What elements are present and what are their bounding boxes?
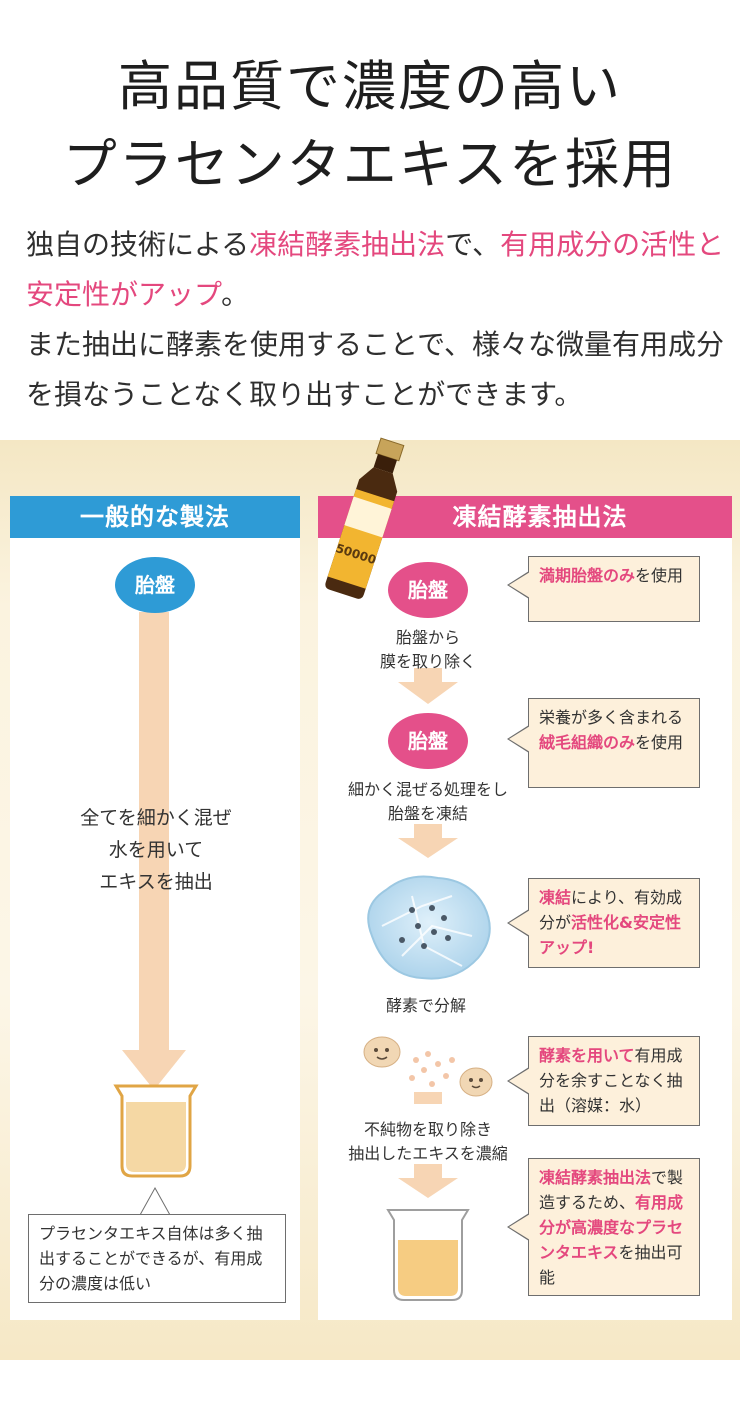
product-bottle-icon: 50000 — [325, 437, 405, 599]
right-step-2-text: 細かく混ぜる処理をし 胎盤を凍結 — [322, 778, 534, 826]
bubble-2-pre: 栄養が多く含まれる — [539, 708, 684, 727]
left-process-line-3: エキスを抽出 — [99, 871, 213, 893]
bubble-5: 凍結酵素抽出法で製造するため、有用成分が高濃度なプラセンタエキスを抽出可能 — [507, 1158, 700, 1296]
title-line-1: 高品質で濃度の高い — [118, 55, 622, 118]
title-line-2: プラセンタエキスを採用 — [62, 133, 678, 196]
bubble-3: 凍結により、有効成分が活性化&安定性アップ! — [507, 878, 700, 968]
right-placenta-circle-2: 胎盤 — [388, 713, 468, 769]
panel-header-freeze-label: 凍結酵素抽出法 — [452, 503, 628, 531]
right-step-4-line-1: 不純物を取り除き — [363, 1120, 492, 1139]
bubble-4: 酵素を用いて有用成分を余すことなく抽出（溶媒：水） — [507, 1036, 700, 1126]
bubble-4-text: 有用成分を余すことなく抽出（溶媒：水） — [539, 1046, 683, 1115]
left-process-text: 全てを細かく混ぜ 水を用いて エキスを抽出 — [36, 802, 276, 898]
right-beaker-icon — [386, 1209, 470, 1301]
intro-text: 独自の技術による凍結酵素抽出法で、有用成分の活性と安定性がアップ。 また抽出に酵… — [26, 220, 726, 420]
enzyme-characters-icon — [363, 1036, 493, 1097]
right-arrow-3 — [414, 1092, 442, 1104]
note-tail — [139, 1186, 171, 1216]
right-arrow-4 — [398, 1164, 458, 1198]
right-step-2-line-1: 細かく混ぜる処理をし — [347, 780, 508, 799]
bubble-5-text: で製造するため、 — [539, 1168, 684, 1212]
intro-highlight-method: 凍結酵素抽出法 — [249, 228, 446, 261]
left-placenta-circle: 胎盤 — [115, 557, 195, 613]
bubble-5-highlight-2: 有用成分が高濃度なプラセンタエキス — [539, 1193, 684, 1262]
bubble-2-highlight: 絨毛組織のみ — [539, 733, 636, 752]
intro-highlight-e: 活性と安定性がアップ — [26, 228, 725, 311]
intro-paragraph-2: また抽出に酵素を使用することで、様々な微量有用成分を損なうことなく取り出すことが… — [26, 328, 725, 411]
right-step-3-text: 酵素で分解 — [385, 996, 466, 1015]
intro-paragraph-1: 独自の技術による凍結酵素抽出法で、有用成分の活性と安定性がアップ。 — [26, 220, 726, 320]
right-step-4-line-2: 抽出したエキスを濃縮 — [348, 1144, 508, 1163]
panel-header-freeze: 凍結酵素抽出法 — [318, 496, 732, 538]
left-note: プラセンタエキス自体は多く抽出することができるが、有用成分の濃度は低い — [28, 1214, 286, 1303]
right-step-4-text: 不純物を取り除き 抽出したエキスを濃縮 — [322, 1118, 534, 1166]
right-step-1-line-1: 胎盤から — [395, 628, 460, 647]
left-beaker-icon — [113, 1084, 199, 1178]
frozen-placenta-icon — [367, 875, 491, 980]
bubble-1-text: を使用 — [635, 566, 684, 585]
intro-text-f: 。 — [221, 278, 250, 311]
right-step-1-line-2: 膜を取り除く — [379, 652, 476, 671]
bubble-2-text: を使用 — [635, 733, 684, 752]
left-arrow — [122, 612, 186, 1090]
bubble-3-highlight: 凍結 — [539, 888, 572, 907]
intro-highlight-d: 有用成分の — [500, 228, 641, 261]
bubble-5-highlight: 凍結酵素抽出法 — [539, 1168, 652, 1187]
intro-text-a: 独自の技術による — [26, 228, 250, 261]
right-arrow-1 — [398, 668, 458, 704]
bubble-5-text-end: を抽出可能 — [539, 1243, 683, 1287]
bubble-1-highlight: 満期胎盤のみ — [539, 566, 636, 585]
bubble-2: 栄養が多く含まれる絨毛組織のみを使用 — [507, 698, 700, 788]
bubble-1: 満期胎盤のみを使用 — [507, 556, 700, 622]
intro-text-c: で、 — [445, 228, 501, 261]
left-process-line-2: 水を用いて — [108, 839, 204, 861]
bubble-3-highlight-2: 活性化&安定性アップ! — [539, 913, 681, 957]
left-process-line-1: 全てを細かく混ぜ — [80, 807, 232, 829]
right-arrow-2 — [398, 824, 458, 858]
bubble-4-highlight: 酵素を用いて — [539, 1046, 635, 1065]
right-placenta-circle-1: 胎盤 — [388, 562, 468, 618]
right-step-2-line-2: 胎盤を凍結 — [387, 804, 468, 823]
right-step-1-text: 胎盤から 膜を取り除く — [338, 626, 518, 674]
bubble-3-text: により、有効成分が — [539, 888, 683, 932]
page-title: 高品質で濃度の高い プラセンタエキスを採用 — [0, 48, 740, 204]
panel-header-general: 一般的な製法 — [10, 496, 300, 538]
